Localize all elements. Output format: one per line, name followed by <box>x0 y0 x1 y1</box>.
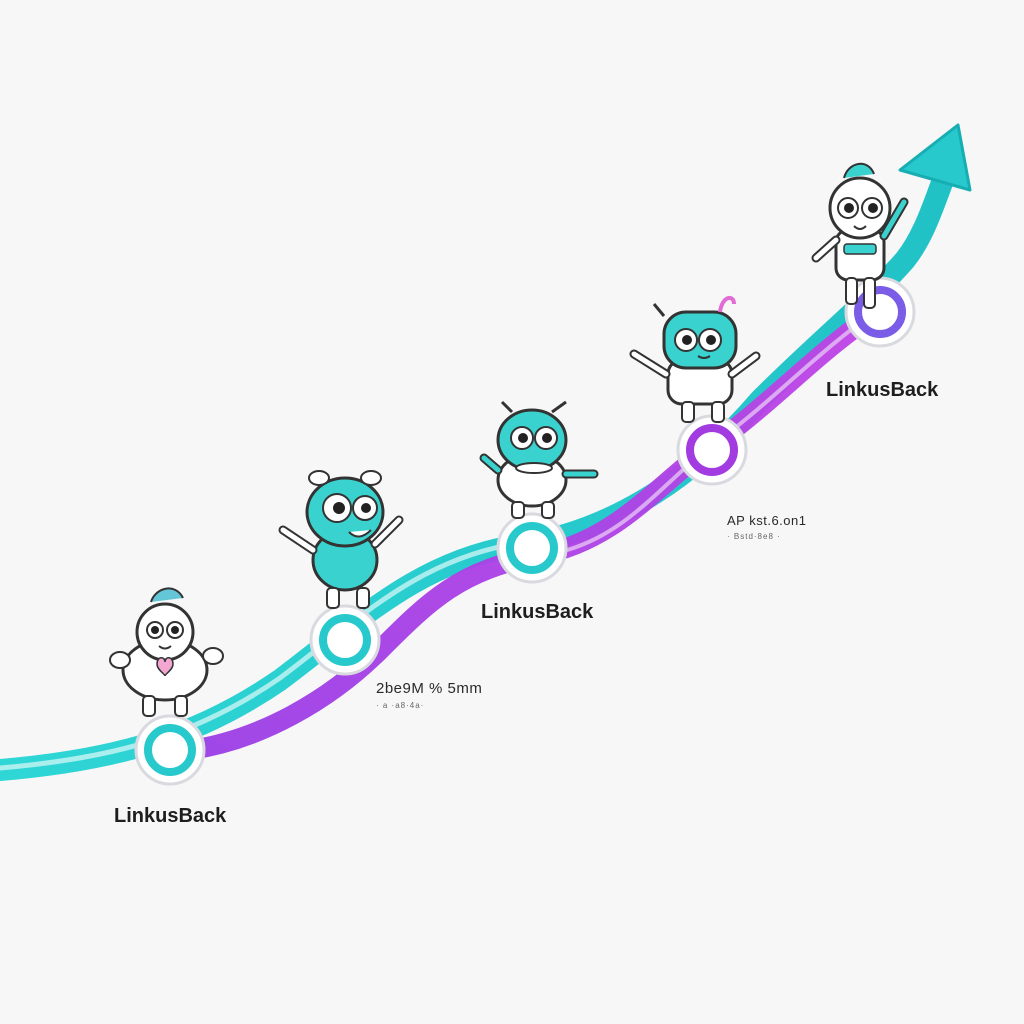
ring-node-icon <box>309 604 381 676</box>
robot-mascot-icon <box>109 587 224 717</box>
milestone-caption: 2be9M % 5mm · a ·a8·4a· <box>376 680 482 710</box>
ring-node-icon <box>134 714 206 786</box>
robot-mascot-icon <box>811 163 909 309</box>
caption-line: 2be9M % 5mm <box>376 680 483 697</box>
milestone-caption: AP kst.6.on1 · Bstd·8e8 · <box>727 513 806 541</box>
caption-subline: · a ·a8·4a· <box>376 701 425 710</box>
robot-mascot-icon <box>479 400 599 519</box>
teal-ribbon-highlight <box>0 540 523 771</box>
caption-line: AP kst.6.on1 <box>727 513 807 528</box>
milestone-label: LinkusBack <box>114 805 227 827</box>
caption-subline: · Bstd·8e8 · <box>727 532 781 541</box>
milestone-label: LinkusBack <box>481 601 594 623</box>
up-right-arrow-icon <box>898 123 972 192</box>
ring-node-icon <box>496 512 568 584</box>
ring-node-icon <box>676 414 748 486</box>
robot-mascot-icon <box>278 470 404 609</box>
robot-mascot-icon <box>629 295 761 423</box>
milestone-label: LinkusBack <box>826 379 939 401</box>
ring-node-icon <box>844 276 916 348</box>
